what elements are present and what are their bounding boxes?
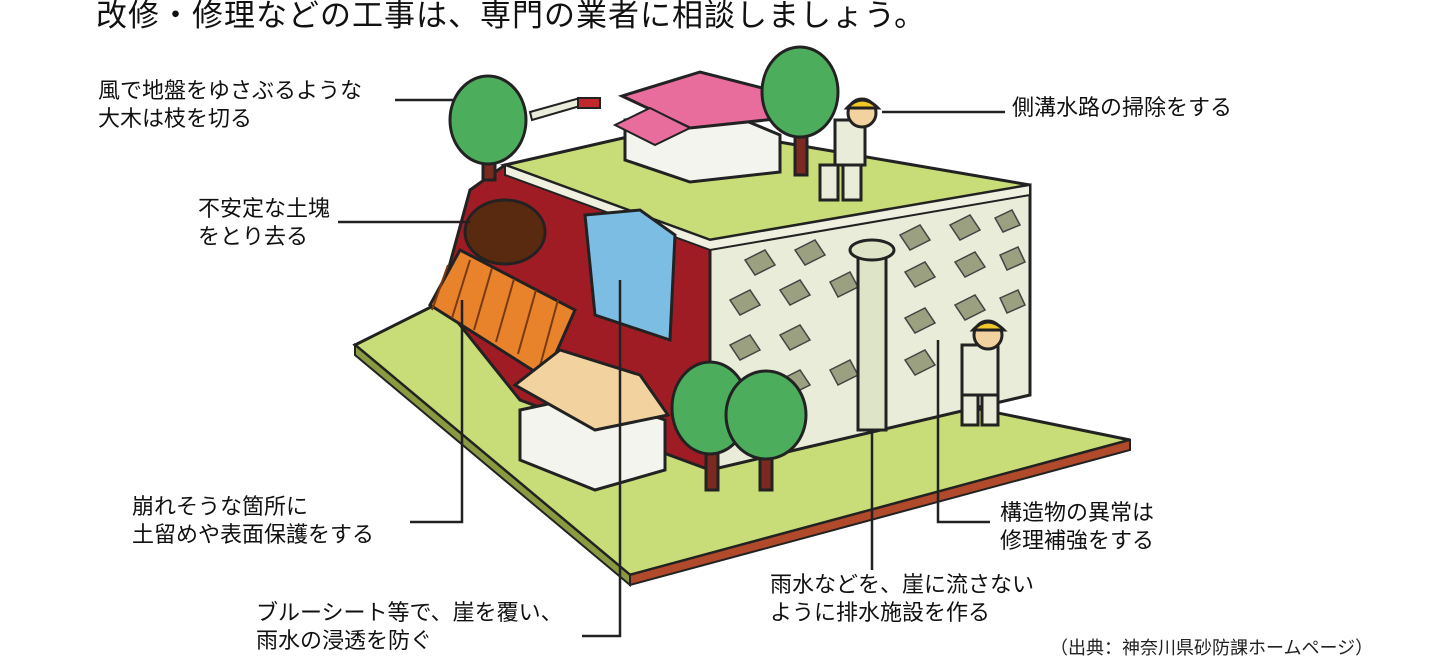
label-soil-clod: 不安定な土塊 をとり去る (198, 197, 331, 250)
soil-clod (463, 198, 547, 266)
source-credit: （出典：神奈川県砂防課ホームページ） (1050, 638, 1374, 659)
label-tree-cut: 風で地盤をゆさぶるような 大木は枝を切る (98, 79, 363, 132)
label-blue-sheet: ブルーシート等で、崖を覆い、 雨水の浸透を防ぐ (256, 601, 563, 654)
label-drainage: 雨水などを、崖に流さない ように排水施設を作る (770, 573, 1035, 626)
bottom-house-roof (512, 348, 671, 432)
top-edge (504, 163, 1031, 252)
label-structure: 構造物の異常は 修理補強をする (1000, 501, 1155, 554)
worker-top (818, 97, 882, 202)
trees (448, 45, 840, 492)
leader-lines (338, 98, 1005, 638)
fence (428, 247, 577, 381)
ground-edge-right (629, 438, 1131, 587)
label-gutter: 側溝水路の掃除をする (1012, 96, 1233, 121)
page-title: 改修・修理などの工事は、専門の業者に相談しましょう。 (96, 0, 927, 34)
worker-bottom (960, 319, 1008, 427)
label-retaining: 崩れそうな箇所に 土留めや表面保護をする (132, 495, 375, 548)
drain-pipe (856, 253, 888, 432)
blue-sheet (583, 208, 677, 343)
